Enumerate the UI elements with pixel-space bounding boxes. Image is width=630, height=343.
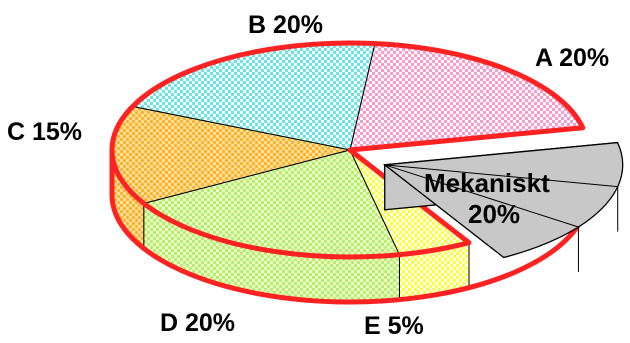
slice-mekaniskt [383,141,624,259]
label-b: B 20% [248,11,323,39]
exploded-slice-group [383,141,624,272]
label-c: C 15% [7,118,82,146]
label-a: A 20% [535,44,609,72]
mekaniskt-edge-line-2 [384,164,579,228]
label-mekaniskt-value: 20% [468,199,520,229]
label-mekaniskt-name: Mekaniskt [424,168,550,198]
mekaniskt-edge-line-1 [384,164,618,188]
pie-side-outline [109,150,591,305]
slice-mekaniskt-edges [384,164,619,272]
pie-top-outline [109,40,586,260]
label-e: E 5% [364,312,424,340]
label-d: D 20% [160,309,235,337]
